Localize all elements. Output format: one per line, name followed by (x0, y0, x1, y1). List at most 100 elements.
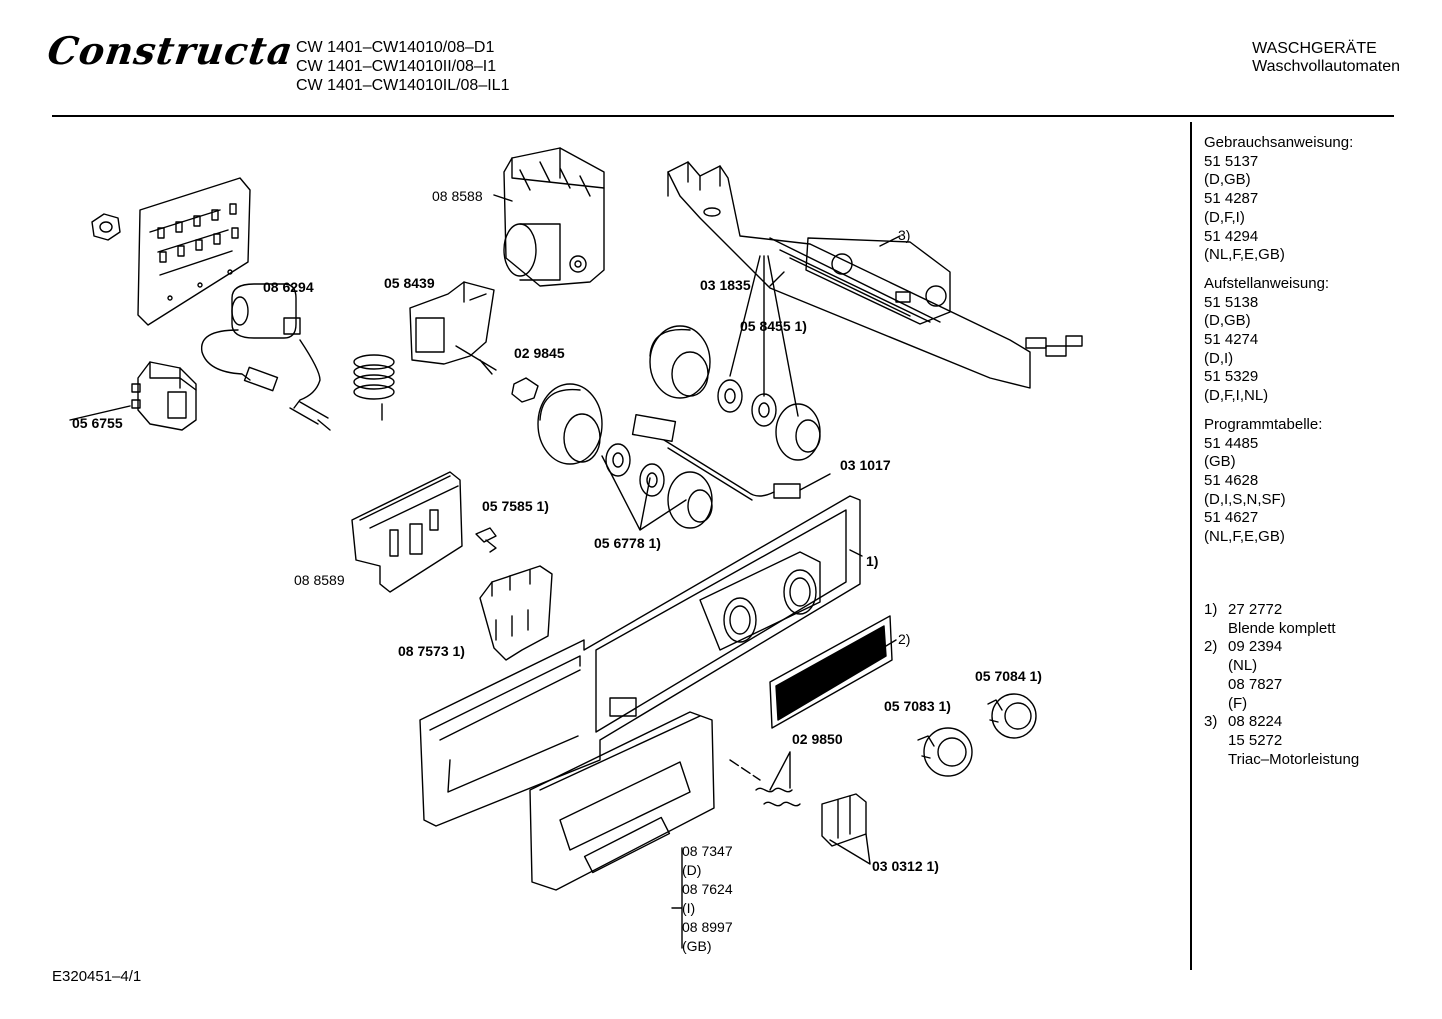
footnote-num: 1) (1204, 601, 1218, 618)
doc-line: 51 5137 (1204, 152, 1259, 170)
model-list: CW 1401–CW14010/08–D1 CW 1401–CW14010II/… (296, 38, 509, 95)
doc-title: Aufstellanweisung: (1204, 274, 1330, 292)
footnote-line: 27 2772 (1228, 601, 1283, 618)
leader-line (879, 235, 901, 247)
leader-line (69, 405, 131, 421)
part-label: 1) (866, 553, 879, 569)
rotary-knobs (917, 693, 1037, 777)
category-heading: WASCHGERÄTE Waschvollautomaten (1252, 40, 1400, 76)
header-rule (52, 115, 1394, 117)
push-switch (821, 793, 871, 865)
doc-line: 51 4485 (1204, 434, 1259, 452)
part-label: 05 6778 1) (594, 535, 661, 551)
part-label: 05 6755 (72, 415, 123, 431)
doc-line: (D,I) (1204, 349, 1234, 367)
variant-line: 08 8997 (682, 919, 733, 935)
footnote: 1) 27 2772 Blende komplett (1204, 601, 1359, 638)
footnote-line: (NL) (1228, 657, 1258, 675)
capacitor-part (200, 283, 331, 431)
doc-line: (GB) (1204, 453, 1236, 471)
part-label: 05 8439 (384, 275, 435, 291)
category: WASCHGERÄTE (1252, 40, 1377, 57)
sidebar-docs: Gebrauchsanweisung: 51 5137 (D,GB) 51 42… (1204, 134, 1353, 557)
footnotes: 1) 27 2772 Blende komplett 2) 09 2394 (N… (1204, 601, 1359, 769)
clamp-part (475, 527, 497, 553)
doc-section: Gebrauchsanweisung: 51 5137 (D,GB) 51 42… (1204, 134, 1353, 265)
footnote-line: Blende komplett (1228, 619, 1336, 637)
doc-title: Gebrauchsanweisung: (1204, 134, 1354, 151)
part-label: 08 8588 (432, 188, 483, 204)
part-label: 02 9845 (514, 345, 565, 361)
display-window (769, 615, 893, 729)
nut-part (91, 213, 121, 241)
doc-line: (NL,F,E,GB) (1204, 528, 1285, 546)
footnote-line: (F) (1228, 694, 1248, 712)
document-code: E320451–4/1 (52, 968, 142, 985)
doc-section: Aufstellanweisung: 51 5138 (D,GB) 51 427… (1204, 275, 1353, 406)
doc-line: 51 4274 (1204, 331, 1259, 349)
part-label: 2) (898, 631, 911, 647)
doc-line: 51 4294 (1204, 227, 1259, 245)
selector-knob-set (649, 255, 821, 461)
footnote-line: 09 2394 (1228, 638, 1283, 656)
part-label: 05 7084 1) (975, 668, 1042, 684)
detergent-drawer (529, 711, 715, 949)
part-label: 03 0312 1) (872, 858, 939, 874)
doc-line: 51 5138 (1204, 293, 1259, 311)
footnote-line: Triac–Motorleistung (1228, 750, 1360, 768)
doc-section: Programmtabelle: 51 4485 (GB) 51 4628 (D… (1204, 416, 1353, 547)
leader-line (885, 639, 897, 647)
footnote-line: 15 5272 (1228, 731, 1283, 749)
variant-line: (I) (682, 900, 696, 916)
drawer-variant-list: 08 7347 (D) 08 7624 (I) 08 8997 (GB) (682, 842, 733, 956)
control-panel (419, 495, 861, 827)
doc-line: (D,I,S,N,SF) (1204, 490, 1286, 508)
knob-assembly (537, 383, 713, 531)
footnote-line: 08 7827 (1228, 675, 1283, 693)
subcategory: Waschvollautomaten (1252, 58, 1400, 75)
footnote-num: 3) (1204, 713, 1218, 731)
footnote: 2) 09 2394 (NL) 08 7827 (F) (1204, 638, 1359, 713)
footnote-line: 08 8224 (1228, 713, 1283, 731)
lamp-holder (479, 565, 553, 661)
connector-cable (631, 413, 831, 501)
part-label: 08 7573 1) (398, 643, 465, 659)
model-line: CW 1401–CW14010II/08–I1 (296, 58, 497, 75)
doc-line: 51 5329 (1204, 368, 1259, 386)
footnote-num: 2) (1204, 638, 1218, 656)
doc-line: 51 4628 (1204, 471, 1259, 489)
program-switch-part (353, 281, 497, 421)
part-label: 08 8589 (294, 572, 345, 588)
doc-line: 51 4627 (1204, 509, 1259, 527)
part-label: 05 7083 1) (884, 698, 951, 714)
doc-title: Programmtabelle: (1204, 415, 1323, 433)
variant-line: 08 7347 (682, 843, 733, 859)
chassis-bracket (667, 161, 1083, 389)
model-line: CW 1401–CW14010IL/08–IL1 (296, 77, 510, 94)
part-label: 08 6294 (263, 279, 314, 295)
leader-line (849, 549, 863, 557)
model-line: CW 1401–CW14010/08–D1 (296, 39, 495, 56)
part-label: 02 9850 (792, 731, 843, 747)
variant-line: (GB) (682, 938, 712, 954)
doc-line: (D,F,I) (1204, 208, 1245, 226)
leader-line (493, 194, 513, 202)
part-label: 03 1835 (700, 277, 751, 293)
exploded-parts-diagram (69, 147, 1083, 949)
leader-line (769, 271, 785, 287)
sidebar-divider (1190, 122, 1192, 970)
clip-part (511, 377, 539, 403)
part-label: 03 1017 (840, 457, 891, 473)
indicator-lamps (729, 751, 801, 807)
circuit-board (351, 471, 463, 593)
doc-line: (D,GB) (1204, 312, 1251, 330)
part-label: 3) (898, 227, 911, 243)
variant-line: 08 7624 (682, 881, 733, 897)
doc-line: (D,GB) (1204, 171, 1251, 189)
mounting-plate (137, 177, 251, 326)
timer-unit (503, 147, 605, 287)
variant-line: (D) (682, 862, 702, 878)
part-label: 05 8455 1) (740, 318, 807, 334)
footnote: 3) 08 8224 15 5272 Triac–Motorleistung (1204, 713, 1359, 769)
doc-line: (NL,F,E,GB) (1204, 246, 1285, 264)
